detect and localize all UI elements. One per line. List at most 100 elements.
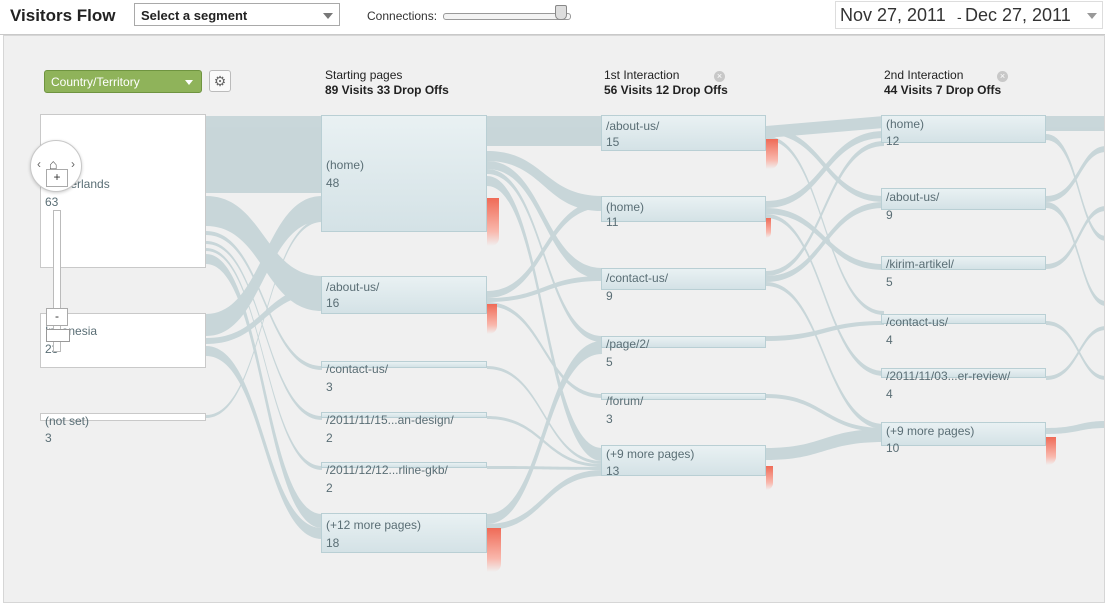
starting-page-node[interactable]: /2011/12/12...rline-gkb/ 2 bbox=[321, 462, 487, 495]
flow-connections bbox=[206, 116, 1104, 539]
pan-control[interactable]: ‹ ⌂ › bbox=[30, 140, 82, 192]
dropoff-indicator[interactable] bbox=[487, 304, 497, 334]
date-end: Dec 27, 2011 bbox=[965, 5, 1071, 25]
zoom-out-button[interactable]: - bbox=[46, 308, 68, 326]
zoom-slider-handle[interactable] bbox=[46, 329, 70, 342]
node-label: /2011/11/03...er-review/ bbox=[886, 369, 1011, 383]
dimension-select[interactable]: Country/Territory bbox=[44, 70, 202, 93]
column-title: Starting pages bbox=[325, 68, 403, 82]
node-label: (home) bbox=[326, 158, 365, 172]
node-label: (home) bbox=[886, 117, 925, 131]
zoom-slider-track[interactable] bbox=[53, 210, 61, 352]
node-label: /about-us/ bbox=[326, 280, 380, 294]
dropoff-indicator[interactable] bbox=[487, 198, 499, 246]
column-header-starting-pages: Starting pages 89 Visits 33 Drop Offs bbox=[325, 68, 449, 98]
node-label: /2011/12/12...rline-gkb/ bbox=[326, 463, 448, 477]
close-icon[interactable]: × bbox=[714, 71, 725, 82]
flow-canvas[interactable]: Country/Territory ⚙ Starting pages 89 Vi… bbox=[3, 35, 1105, 603]
node-value: 3 bbox=[326, 380, 333, 394]
node-value: 3 bbox=[45, 431, 52, 445]
node-value: 15 bbox=[606, 135, 620, 149]
first-interaction-node[interactable]: /contact-us/ 9 bbox=[601, 268, 766, 303]
chevron-down-icon bbox=[1087, 13, 1097, 19]
node-label: /contact-us/ bbox=[326, 362, 389, 376]
pan-left-icon[interactable]: ‹ bbox=[37, 157, 41, 171]
node-value: 18 bbox=[326, 536, 340, 550]
first-interaction-node[interactable]: /page/2/ 5 bbox=[601, 336, 766, 369]
starting-page-node[interactable]: (home) 48 bbox=[321, 115, 487, 232]
node-value: 4 bbox=[886, 387, 893, 401]
page-title: Visitors Flow bbox=[10, 6, 116, 25]
first-interaction-node[interactable]: /about-us/ 15 bbox=[601, 115, 766, 151]
date-range-picker[interactable]: Nov 27, 2011 - Dec 27, 2011 bbox=[835, 1, 1103, 29]
node-value: 4 bbox=[886, 333, 893, 347]
chevron-down-icon bbox=[323, 13, 333, 19]
chevron-down-icon bbox=[185, 80, 193, 85]
column-stats: 44 Visits 7 Drop Offs bbox=[884, 83, 1002, 97]
segment-select-label: Select a segment bbox=[141, 8, 248, 23]
gear-icon[interactable]: ⚙ bbox=[209, 70, 231, 92]
node-label: (+12 more pages) bbox=[326, 518, 422, 532]
node-label: (+9 more pages) bbox=[606, 447, 695, 461]
second-interaction-node[interactable]: (home) 12 bbox=[881, 115, 1046, 148]
top-bar: Visitors Flow Select a segment Connectio… bbox=[0, 0, 1105, 35]
dropoff-indicator[interactable] bbox=[766, 466, 773, 490]
starting-page-node[interactable]: /contact-us/ 3 bbox=[321, 361, 487, 394]
dimension-select-label: Country/Territory bbox=[51, 75, 140, 89]
second-interaction-node[interactable]: /kirim-artikel/ 5 bbox=[881, 256, 1046, 289]
first-interaction-node[interactable]: (+9 more pages) 13 bbox=[601, 445, 766, 478]
node-value: 9 bbox=[606, 289, 613, 303]
second-interaction-node[interactable]: (+9 more pages) 10 bbox=[881, 422, 1046, 455]
node-value: 12 bbox=[886, 134, 900, 148]
segment-select[interactable]: Select a segment bbox=[134, 3, 340, 26]
column-stats: 89 Visits 33 Drop Offs bbox=[325, 83, 449, 97]
node-label: /2011/11/15...an-design/ bbox=[326, 413, 454, 427]
node-value: 2 bbox=[326, 431, 333, 445]
node-value: 10 bbox=[886, 441, 900, 455]
node-label: (+9 more pages) bbox=[886, 424, 975, 438]
dropoff-indicator[interactable] bbox=[766, 139, 778, 169]
column-stats: 56 Visits 12 Drop Offs bbox=[604, 83, 728, 97]
node-label: /contact-us/ bbox=[606, 271, 669, 285]
first-interaction-node[interactable]: (home) 11 bbox=[601, 196, 766, 229]
starting-page-node[interactable]: /about-us/ 16 bbox=[321, 276, 487, 314]
dropoff-indicator[interactable] bbox=[1046, 437, 1056, 465]
date-separator: - bbox=[957, 9, 962, 25]
connections-slider[interactable] bbox=[443, 13, 571, 20]
node-value: 11 bbox=[606, 215, 619, 229]
node-value: 48 bbox=[326, 176, 340, 190]
connections-slider-handle[interactable] bbox=[555, 5, 567, 20]
node-value: 5 bbox=[886, 275, 893, 289]
column-title: 2nd Interaction bbox=[884, 68, 964, 82]
node-label: /page/2/ bbox=[606, 337, 650, 351]
second-interaction-node[interactable]: /about-us/ 9 bbox=[881, 188, 1046, 222]
country-node[interactable]: Netherlands 63 bbox=[40, 114, 206, 268]
starting-page-node[interactable]: (+12 more pages) 18 bbox=[321, 513, 487, 553]
node-label: /kirim-artikel/ bbox=[886, 257, 954, 271]
first-interaction-node[interactable]: /forum/ 3 bbox=[601, 393, 766, 426]
node-value: 63 bbox=[45, 195, 59, 209]
dropoff-indicator[interactable] bbox=[487, 528, 501, 572]
close-icon[interactable]: × bbox=[997, 71, 1008, 82]
node-label: /about-us/ bbox=[606, 119, 660, 133]
column-header-1st-interaction: 1st Interaction 56 Visits 12 Drop Offs bbox=[604, 68, 728, 98]
date-start: Nov 27, 2011 bbox=[840, 5, 946, 25]
country-node[interactable]: (not set) 3 bbox=[40, 413, 206, 445]
dropoff-indicator[interactable] bbox=[766, 218, 771, 238]
node-value: 9 bbox=[886, 208, 893, 222]
second-interaction-node[interactable]: /2011/11/03...er-review/ 4 bbox=[881, 368, 1046, 401]
node-value: 2 bbox=[326, 481, 333, 495]
starting-page-node[interactable]: /2011/11/15...an-design/ 2 bbox=[321, 412, 487, 445]
column-title: 1st Interaction bbox=[604, 68, 680, 82]
node-value: 5 bbox=[606, 355, 613, 369]
node-value: 16 bbox=[326, 296, 340, 310]
pan-right-icon[interactable]: › bbox=[71, 157, 75, 171]
home-icon[interactable]: ⌂ bbox=[49, 156, 58, 172]
node-label: (home) bbox=[606, 200, 645, 214]
node-value: 13 bbox=[606, 464, 620, 478]
zoom-in-button[interactable]: + bbox=[46, 169, 68, 187]
node-value: 3 bbox=[606, 412, 613, 426]
second-interaction-node[interactable]: /contact-us/ 4 bbox=[881, 314, 1046, 347]
node-label: /about-us/ bbox=[886, 190, 940, 204]
column-header-2nd-interaction: 2nd Interaction 44 Visits 7 Drop Offs bbox=[884, 68, 1001, 98]
